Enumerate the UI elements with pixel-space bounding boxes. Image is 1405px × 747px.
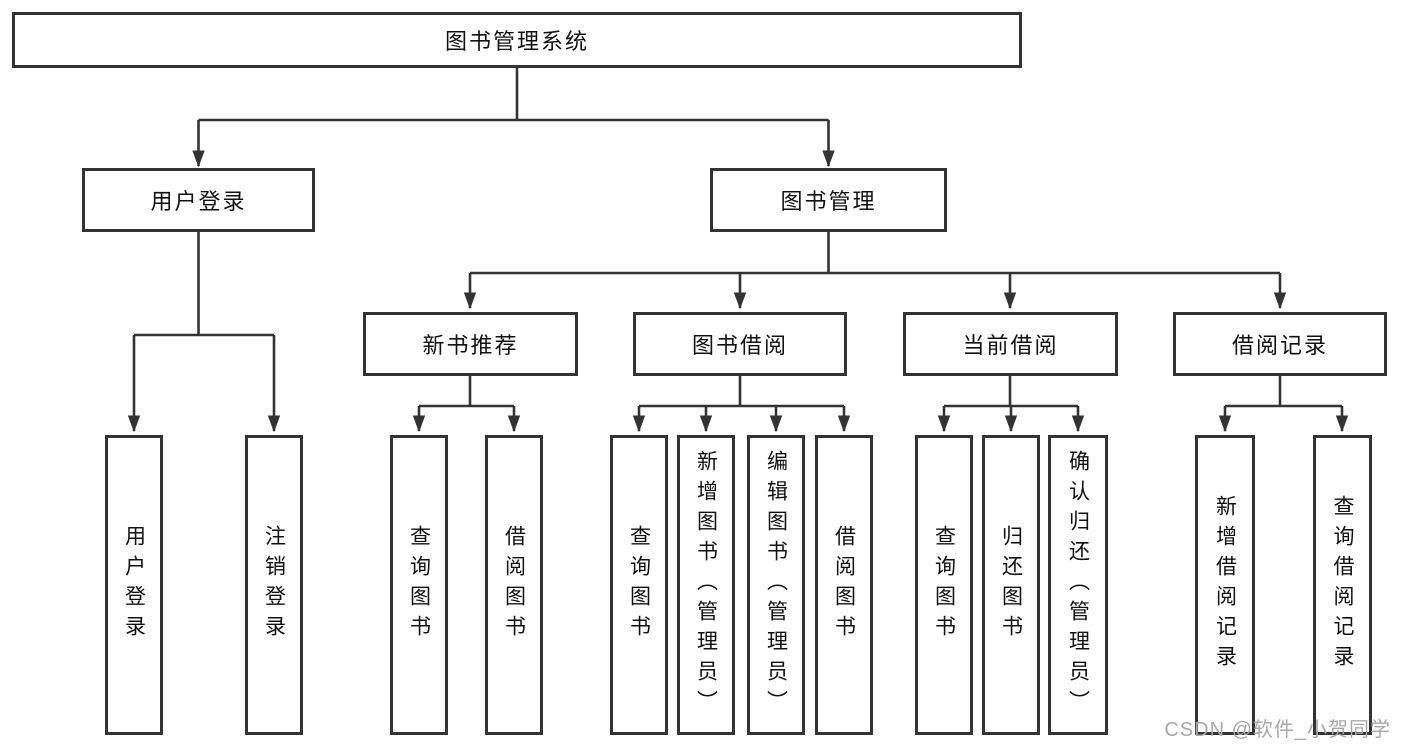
node-label: 借阅图书: [502, 525, 526, 645]
leaf-query-borrow-record: 查询借阅记录: [1313, 435, 1372, 735]
leaf-add-borrow-record: 新增借阅记录: [1195, 435, 1255, 735]
node-label: 用户登录: [122, 525, 146, 645]
leaf-query-books-recommend: 查询图书: [390, 435, 448, 735]
node-label: 查询借阅记录: [1331, 495, 1354, 675]
csdn-watermark: CSDN @软件_小贺同学: [1164, 719, 1391, 741]
node-label: 借阅图书: [832, 525, 856, 645]
node-book-management: 图书管理: [710, 168, 947, 232]
leaf-return-book: 归还图书: [982, 435, 1040, 735]
node-label: 编辑图书（管理员）: [764, 450, 788, 720]
leaf-borrow-books-recommend: 借阅图书: [485, 435, 543, 735]
node-label: 确认归还（管理员）: [1066, 450, 1090, 720]
leaf-add-book-admin: 新增图书（管理员）: [677, 435, 735, 735]
node-label: 新增图书（管理员）: [694, 450, 718, 720]
node-book-borrowing: 图书借阅: [633, 312, 847, 376]
leaf-logout: 注销登录: [245, 435, 303, 735]
leaf-edit-book-admin: 编辑图书（管理员）: [747, 435, 805, 735]
leaf-query-books-current: 查询图书: [915, 435, 973, 735]
node-label: 归还图书: [999, 525, 1023, 645]
node-label: 当前借阅: [962, 333, 1059, 358]
node-label: 查询图书: [407, 525, 431, 645]
node-label: 新增借阅记录: [1213, 495, 1237, 675]
node-label: 图书借阅: [691, 333, 788, 358]
node-label: 用户登录: [150, 189, 247, 214]
leaf-borrow-books-borrowing: 借阅图书: [815, 435, 873, 735]
node-new-book-recommend: 新书推荐: [363, 312, 578, 376]
node-user-login: 用户登录: [82, 168, 315, 232]
node-label: 注销登录: [262, 525, 286, 645]
leaf-query-books-borrowing: 查询图书: [610, 435, 668, 735]
leaf-confirm-return-admin: 确认归还（管理员）: [1048, 435, 1108, 735]
node-label: 新书推荐: [422, 333, 519, 358]
node-current-borrowing: 当前借阅: [903, 312, 1118, 376]
node-borrowing-records: 借阅记录: [1173, 312, 1387, 376]
node-label: 图书管理系统: [444, 29, 589, 54]
node-label: 图书管理: [780, 189, 877, 214]
node-label: 查询图书: [932, 525, 956, 645]
node-library-management-system: 图书管理系统: [12, 12, 1022, 68]
node-label: 借阅记录: [1231, 333, 1328, 358]
leaf-user-login: 用户登录: [105, 435, 163, 735]
node-label: 查询图书: [627, 525, 651, 645]
